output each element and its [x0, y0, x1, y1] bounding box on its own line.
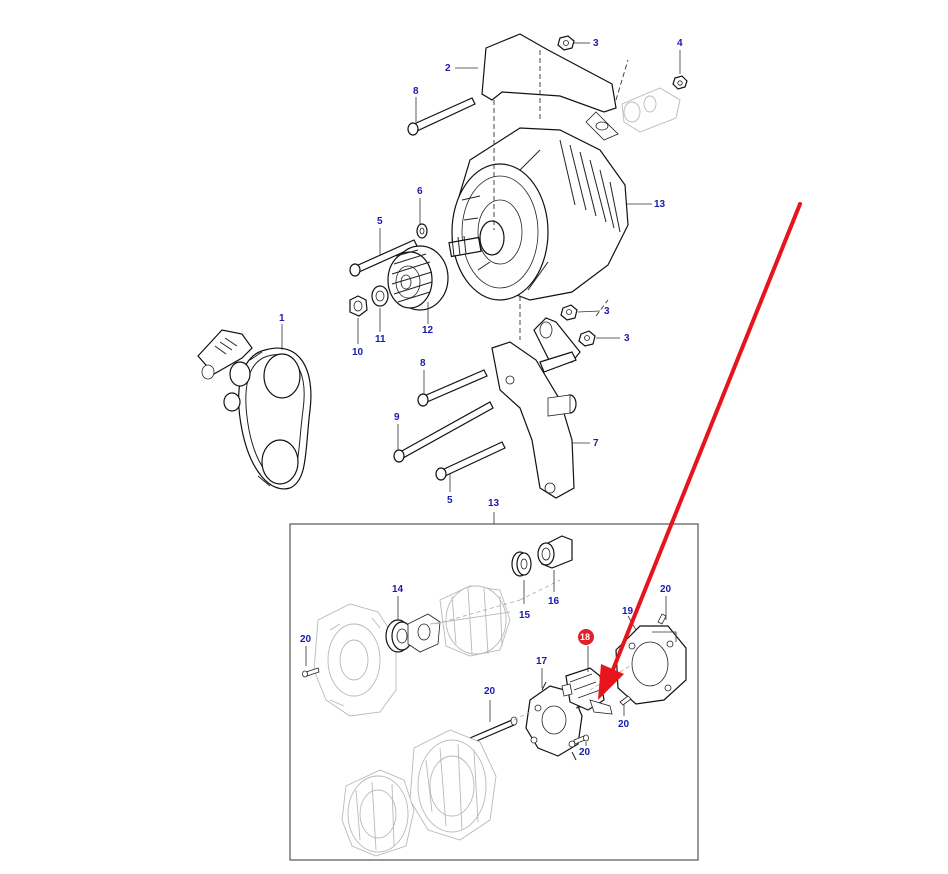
lower-bracket	[491, 317, 581, 499]
upper-leaders	[281, 42, 681, 524]
callout-20-top-right: 20	[660, 584, 672, 595]
callout-15: 15	[519, 610, 531, 621]
callout-13-top: 13	[654, 199, 666, 210]
upper-bracket	[481, 33, 619, 141]
callout-18: 18	[580, 632, 590, 642]
inset-leaders	[305, 570, 677, 746]
pulley	[387, 245, 449, 311]
callout-4: 4	[677, 38, 683, 49]
screw-rectifier	[469, 716, 518, 744]
bolt-lower-2	[435, 441, 506, 481]
voltage-regulator	[561, 667, 613, 715]
callout-11: 11	[375, 334, 386, 345]
screw-bottom	[573, 734, 589, 745]
bearing-cap	[537, 535, 573, 569]
nut-mid-2	[578, 330, 596, 347]
stator-faded	[409, 729, 497, 841]
nut-top-right	[672, 75, 688, 90]
nut-top	[557, 35, 575, 51]
callout-3-mid: 3	[604, 306, 610, 317]
callout-8-low: 8	[420, 358, 426, 369]
bolt-lower-1	[417, 369, 488, 407]
callout-12: 12	[422, 325, 434, 336]
callout-5-low: 5	[447, 495, 453, 506]
callout-20-bottom: 20	[579, 747, 591, 758]
alternator	[448, 127, 629, 301]
pulley-nut	[349, 295, 368, 317]
callout-7: 7	[593, 438, 599, 449]
bearing-front	[385, 619, 413, 653]
rear-cover	[615, 625, 687, 705]
nut-mid-1	[560, 304, 578, 321]
callout-5-top: 5	[377, 216, 383, 227]
callout-13-box: 13	[488, 498, 500, 509]
callout-19: 19	[622, 606, 634, 617]
pulley-washer	[371, 285, 389, 307]
screw-cover-side	[619, 695, 632, 706]
screw-left	[302, 667, 320, 678]
callout-17: 17	[536, 656, 548, 667]
bearing-rear	[511, 551, 532, 577]
callout-2: 2	[445, 63, 451, 74]
callout-20-left: 20	[300, 634, 312, 645]
bolt-lower-long	[393, 401, 494, 463]
highlight-marker-18: 18	[578, 629, 594, 645]
callout-3-top: 3	[593, 38, 599, 49]
callout-20-rectifier: 20	[484, 686, 496, 697]
rear-housing-faded	[313, 603, 397, 717]
callout-10: 10	[352, 347, 364, 358]
washer	[416, 223, 428, 239]
detail-frame	[289, 523, 699, 861]
callout-20-side: 20	[618, 719, 630, 730]
callout-9: 9	[394, 412, 400, 423]
rectifier	[525, 681, 585, 761]
rotor-faded	[429, 585, 511, 657]
drive-belt	[197, 329, 312, 490]
red-pointer-arrow	[598, 202, 802, 700]
callout-16: 16	[548, 596, 560, 607]
callout-6: 6	[417, 186, 423, 197]
bearing-plate	[407, 613, 441, 653]
bolt-upper	[407, 97, 476, 136]
engine-mount-faded	[621, 87, 681, 133]
callout-14: 14	[392, 584, 404, 595]
callout-3-low: 3	[624, 333, 630, 344]
callout-8-top: 8	[413, 86, 419, 97]
callout-1: 1	[279, 313, 285, 324]
front-housing-faded	[341, 769, 415, 857]
screw-cover-top	[657, 613, 667, 625]
